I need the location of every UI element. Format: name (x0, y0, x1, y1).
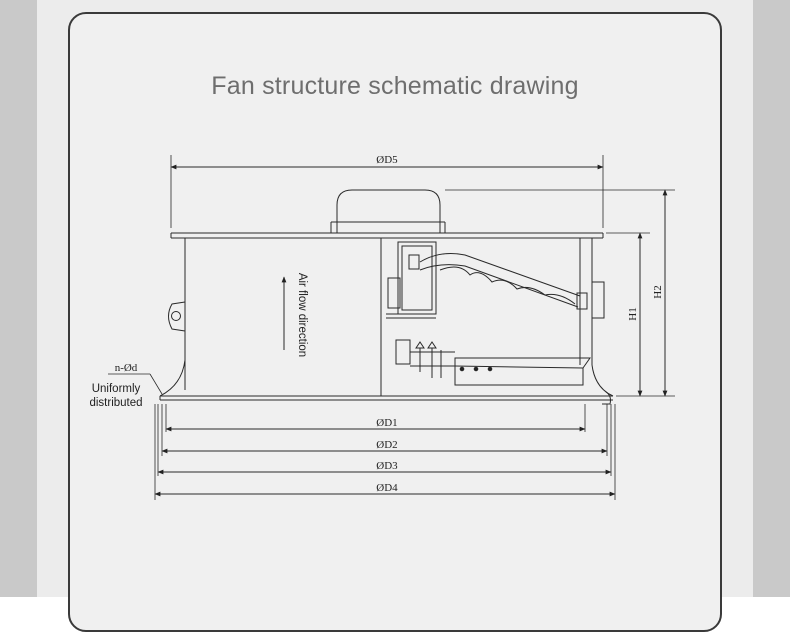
label-airflow-direction: Air flow direction (296, 273, 308, 357)
mounting-ear (168, 301, 186, 332)
right-side-panel (579, 238, 614, 397)
fan-schematic-drawing: ØD5 ØD1 ØD2 ØD3 ØD4 H1 H2 n-Ød Uniformly… (89, 154, 675, 500)
motor-housing (330, 189, 446, 233)
nd-leader-diagonal (149, 373, 163, 395)
bottom-extension-lines (154, 404, 616, 500)
bottom-foot (602, 391, 611, 405)
dimension-h2 (445, 189, 675, 397)
terminal-dot (487, 366, 493, 372)
motor-internals (386, 241, 437, 319)
dimension-h1 (606, 232, 650, 397)
label-d1: ØD1 (376, 417, 397, 429)
label-nd: n-Ød (115, 362, 138, 374)
label-d3: ØD3 (376, 460, 398, 472)
label-uniformly: Uniformly (92, 383, 141, 395)
label-distributed: distributed (89, 397, 142, 409)
label-h1: H1 (627, 307, 639, 320)
top-flange-plate (170, 232, 604, 239)
label-d5: ØD5 (376, 154, 398, 166)
dimension-d5 (170, 155, 604, 228)
drawing-card (68, 12, 722, 632)
terminal-dot (459, 366, 465, 372)
label-h2: H2 (652, 285, 664, 298)
page-title: Fan structure schematic drawing (211, 72, 579, 100)
label-d4: ØD4 (376, 482, 398, 494)
left-gray-band (0, 0, 37, 597)
right-gray-band (753, 0, 790, 597)
terminal-block (395, 339, 591, 386)
terminal-dot (473, 366, 479, 372)
label-d2: ØD2 (376, 439, 397, 451)
support-arm (419, 253, 588, 310)
fan-casing (159, 238, 613, 401)
